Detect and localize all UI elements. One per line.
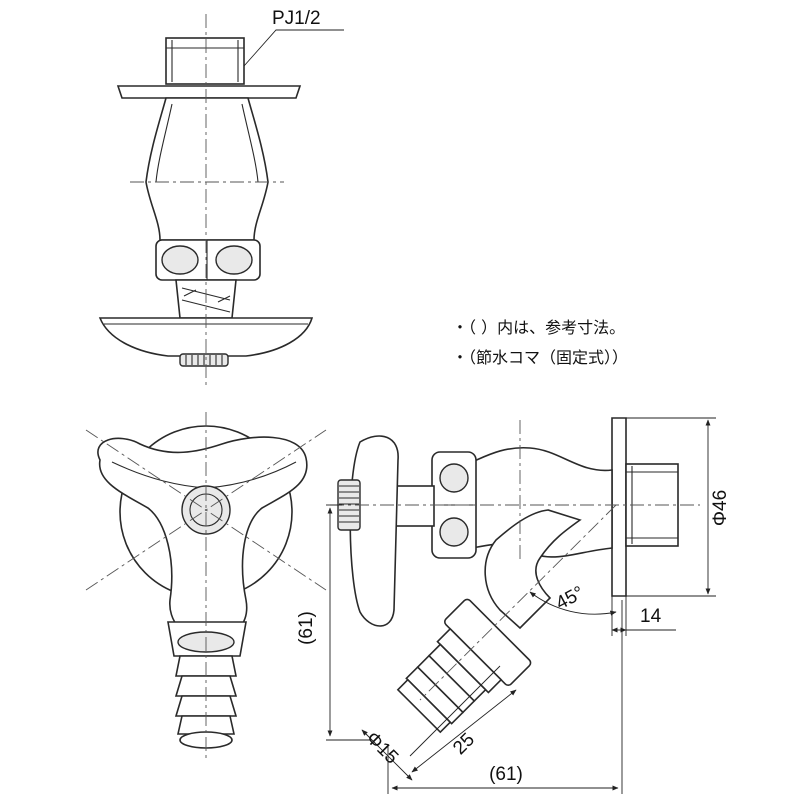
side-spout	[484, 509, 582, 630]
thread-nipple	[165, 37, 245, 85]
side-handle	[349, 435, 399, 627]
diameter-hose-label: Φ15	[362, 728, 403, 769]
angle-label: 45°	[552, 582, 587, 614]
width-61-label: (61)	[489, 764, 523, 785]
length-25-label: 25	[449, 729, 479, 759]
handle	[98, 317, 314, 357]
side-view	[326, 417, 716, 794]
length-14-label: 14	[640, 606, 662, 627]
side-spindle	[395, 485, 435, 527]
note-water-saving-disc: ・（節水コマ（固定式））	[452, 348, 629, 367]
end-view	[85, 412, 327, 760]
note-reference-dimensions: ・（ ）内は、参考寸法。	[452, 318, 626, 337]
triangular-handle	[97, 436, 308, 641]
thread-label: PJ1/2	[272, 8, 321, 29]
top-view	[98, 14, 344, 386]
height-61-label: (61)	[296, 611, 317, 645]
wall-flange	[116, 85, 302, 99]
diameter-flange-label: Φ46	[710, 490, 731, 526]
faucet-body	[145, 97, 269, 241]
